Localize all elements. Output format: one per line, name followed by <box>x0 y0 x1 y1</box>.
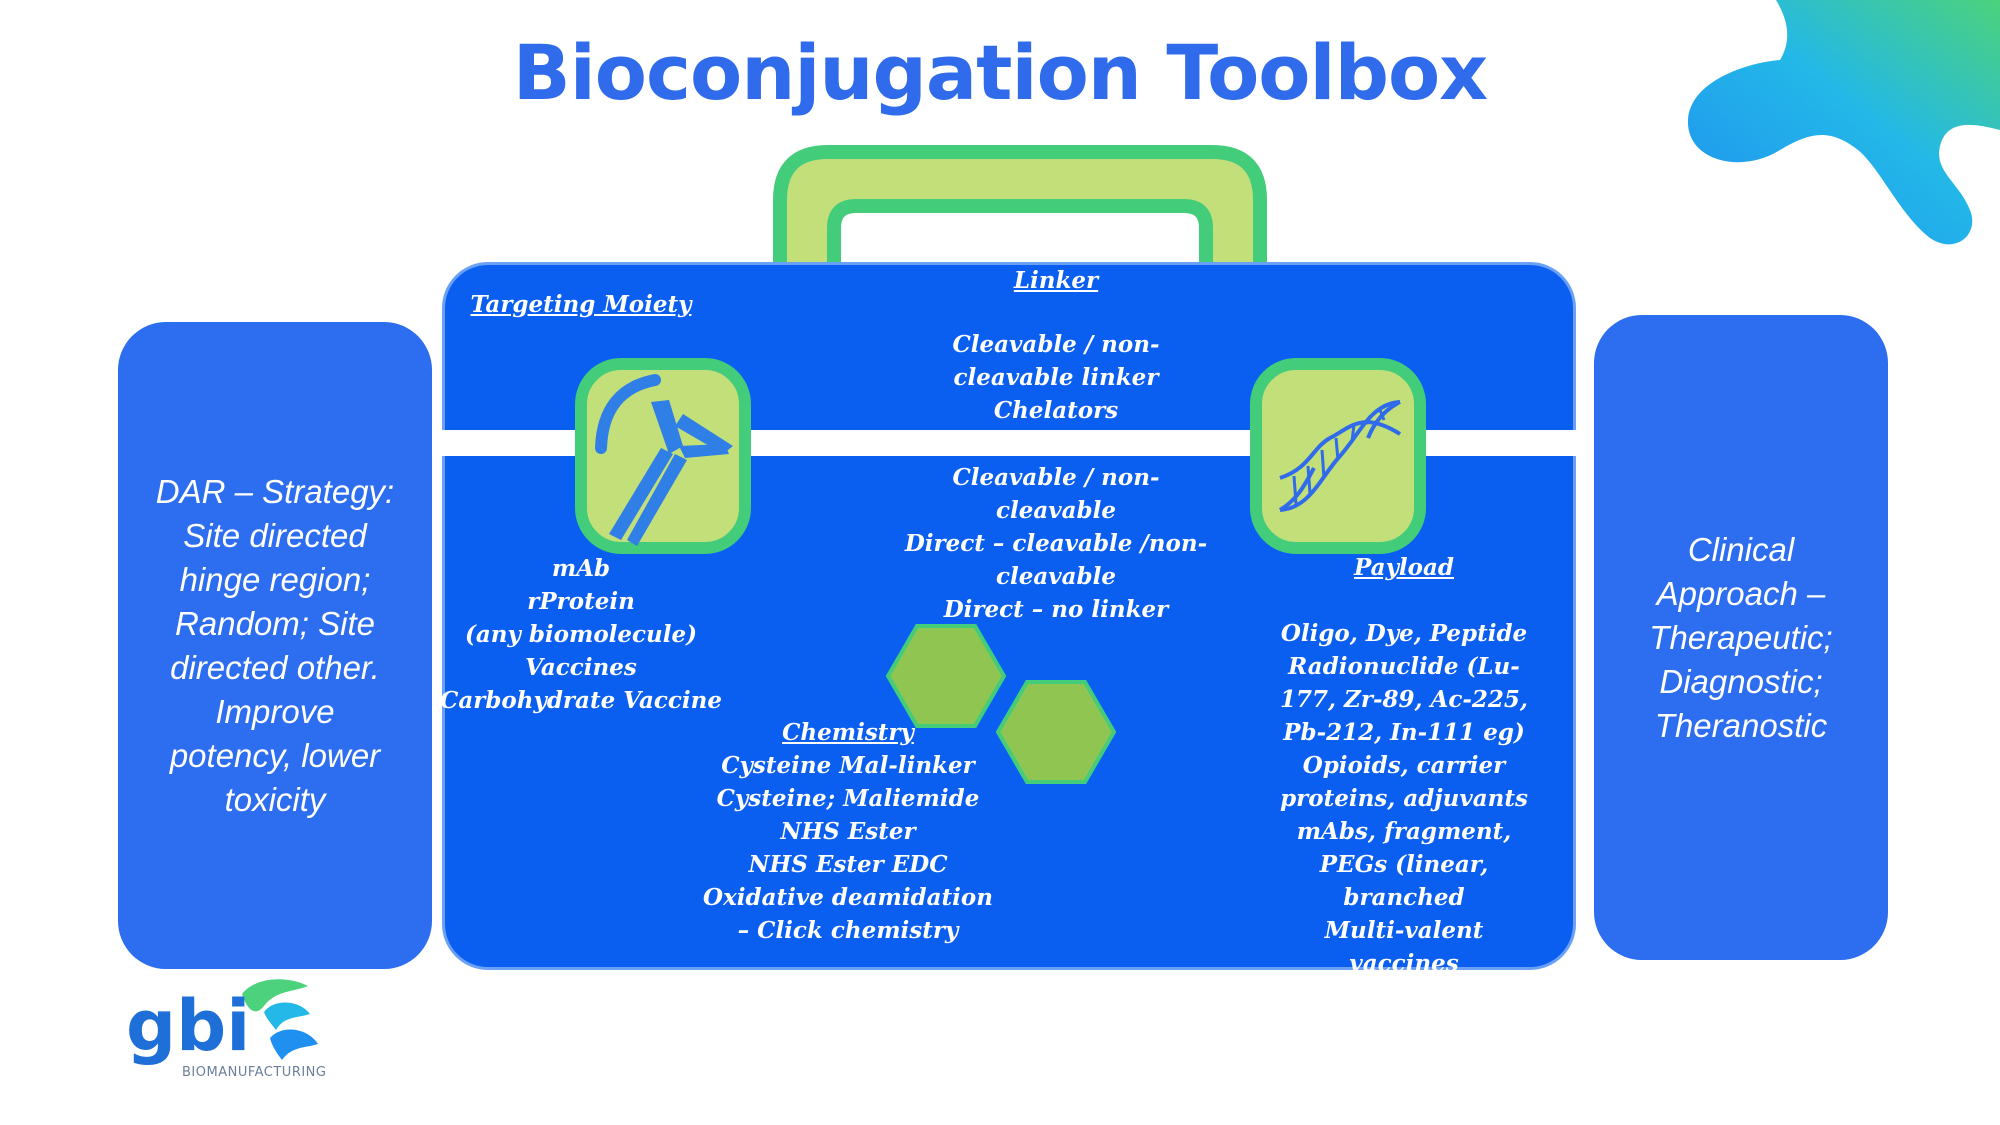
chemistry-heading: Chemistry <box>782 719 914 746</box>
list-item: Cleavable / non- <box>952 464 1160 491</box>
list-item: Radionuclide (Lu- <box>1288 653 1520 680</box>
panel-line: Random; Site <box>175 604 375 642</box>
targeting-moiety-heading: Targeting Moiety <box>470 291 692 318</box>
list-item: PEGs (linear, <box>1319 851 1489 878</box>
page-title: Bioconjugation Toolbox <box>512 28 1488 117</box>
list-item: Chelators <box>993 397 1119 424</box>
chemistry-list: Cysteine Mal-linker Cysteine; Maliemide … <box>688 749 1008 947</box>
list-item: NHS Ester EDC <box>748 851 948 878</box>
panel-line: potency, lower <box>169 736 381 774</box>
list-item: cleavable <box>996 563 1116 590</box>
list-item: cleavable linker <box>953 364 1159 391</box>
panel-line: DAR – Strategy: <box>155 472 395 510</box>
panel-line: Diagnostic; <box>1659 662 1823 700</box>
list-item: Vaccines <box>525 654 637 681</box>
panel-line: Improve <box>215 692 335 730</box>
list-item: 177, Zr-89, Ac-225, <box>1280 686 1528 713</box>
list-item: Cysteine; Maliemide <box>716 785 980 812</box>
list-item: Oligo, Dye, Peptide <box>1280 620 1528 647</box>
dar-strategy-panel: DAR – Strategy: Site directed hinge regi… <box>118 322 432 969</box>
targeting-moiety-list: mAb rProtein (any biomolecule) Vaccines … <box>440 552 722 717</box>
list-item: – Click chemistry <box>737 917 959 944</box>
panel-line: directed other. <box>170 648 380 686</box>
list-item: Multi-valent vaccines <box>1324 917 1484 977</box>
antibody-icon <box>575 358 751 554</box>
toolbox-handle <box>773 145 1267 280</box>
list-item: Direct – cleavable /non- <box>904 530 1208 557</box>
gbi-logo: gbi BIOMANUFACTURING <box>126 979 326 1080</box>
list-item: (any biomolecule) <box>464 621 698 648</box>
decorative-splash <box>1687 0 2000 245</box>
panel-line: toxicity <box>224 780 326 818</box>
panel-line: Clinical <box>1687 530 1795 568</box>
panel-line: Site directed <box>183 516 367 554</box>
payload-list: Oligo, Dye, Peptide Radionuclide (Lu- 17… <box>1268 617 1540 980</box>
payload-heading: Payload <box>1353 554 1454 581</box>
list-item: Cleavable / non- <box>952 331 1160 358</box>
logo-text: gbi <box>126 985 250 1067</box>
list-item: mAb <box>551 555 611 582</box>
panel-line: Therapeutic; <box>1649 618 1833 656</box>
list-item: rProtein <box>527 588 635 615</box>
list-item: NHS Ester <box>780 818 916 845</box>
linker-heading: Linker <box>1013 267 1099 294</box>
list-item: Cysteine Mal-linker <box>721 752 975 779</box>
list-item: Carbohydrate Vaccine <box>440 687 722 714</box>
dna-helix-icon <box>1250 358 1426 554</box>
hexagon-molecule-icon <box>885 624 1117 784</box>
panel-line: Approach – <box>1656 574 1826 612</box>
linker-lower-list: Cleavable / non- cleavable Direct – clea… <box>876 461 1236 626</box>
logo-subtext: BIOMANUFACTURING <box>182 1065 326 1080</box>
list-item: cleavable <box>996 497 1116 524</box>
list-item: Oxidative deamidation <box>703 884 993 911</box>
list-item: mAbs, fragment, <box>1296 818 1512 845</box>
linker-upper-list: Cleavable / non- cleavable linker Chelat… <box>876 328 1236 427</box>
list-item: proteins, adjuvants <box>1280 785 1528 812</box>
list-item: Pb-212, In-111 eg) <box>1283 719 1525 746</box>
panel-line: hinge region; <box>179 560 371 598</box>
panel-line: Theranostic <box>1654 706 1828 744</box>
list-item: branched <box>1343 884 1465 911</box>
clinical-approach-panel: Clinical Approach – Therapeutic; Diagnos… <box>1594 315 1888 960</box>
list-item: Opioids, carrier <box>1302 752 1506 779</box>
list-item: Direct – no linker <box>943 596 1169 623</box>
